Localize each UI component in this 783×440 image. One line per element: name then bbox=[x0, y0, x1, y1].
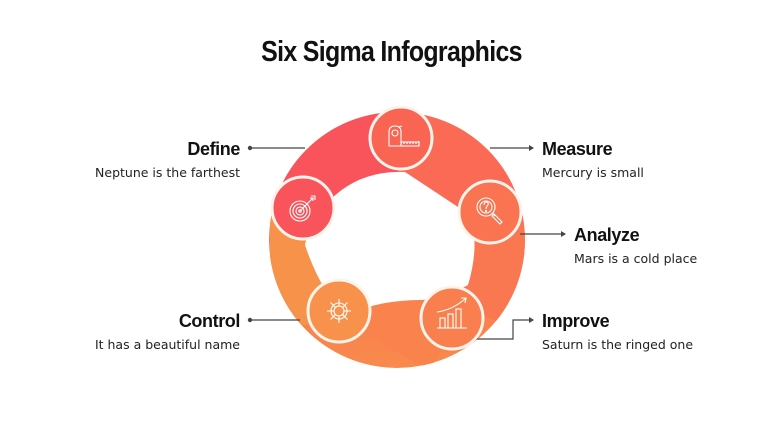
step-title: Improve bbox=[542, 311, 610, 331]
step-description: Mercury is small bbox=[542, 165, 644, 180]
step-title: Define bbox=[187, 139, 240, 159]
target-icon bbox=[289, 195, 316, 222]
step-description: It has a beautiful name bbox=[94, 337, 240, 352]
step-node-improve[interactable] bbox=[419, 285, 485, 351]
step-title: Control bbox=[178, 311, 241, 331]
connector-improve bbox=[476, 319, 533, 340]
magnifier-question-icon bbox=[476, 197, 503, 225]
ship-wheel-icon bbox=[327, 299, 351, 323]
tape-measure-icon bbox=[388, 125, 420, 147]
step-label-analyze: Analyze Mars is a cold place bbox=[574, 224, 697, 268]
step-description: Mars is a cold place bbox=[574, 251, 698, 266]
growth-chart-icon bbox=[436, 297, 467, 329]
step-title: Measure bbox=[542, 139, 613, 159]
step-label-control: Control It has a beautiful name bbox=[95, 310, 240, 354]
step-description: Neptune is the farthest bbox=[95, 165, 240, 180]
step-node-measure[interactable] bbox=[368, 105, 434, 171]
step-node-define[interactable] bbox=[270, 175, 336, 241]
step-node-control[interactable] bbox=[306, 278, 372, 344]
step-title: Analyze bbox=[574, 225, 640, 245]
step-label-measure: Measure Mercury is small bbox=[542, 138, 644, 182]
step-node-analyze[interactable] bbox=[457, 179, 523, 245]
step-description: Saturn is the ringed one bbox=[542, 337, 694, 352]
step-label-improve: Improve Saturn is the ringed one bbox=[542, 310, 693, 354]
page-title: Six Sigma Infographics bbox=[261, 36, 522, 68]
step-label-define: Define Neptune is the farthest bbox=[95, 138, 240, 182]
connectors bbox=[247, 145, 566, 340]
